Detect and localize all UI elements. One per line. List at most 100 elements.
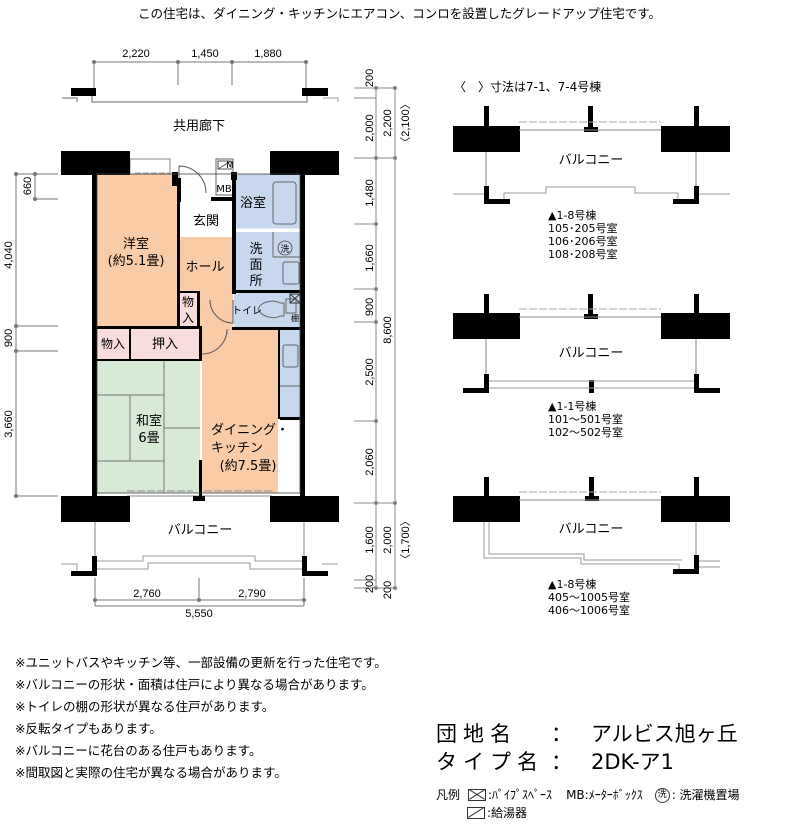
variant-balcony-1	[453, 106, 730, 204]
dim-right-200-bottom: 200	[364, 575, 376, 593]
dim-top-2: 1,450	[191, 48, 219, 60]
variant-1-building: ▲1-8号棟	[548, 208, 596, 222]
storage-left-name: 物入	[101, 337, 125, 351]
variant-1-room-1: 105･205号室	[548, 221, 618, 235]
dim-right-1600: 1,600	[364, 526, 376, 554]
water-heater-text: :給湯器	[487, 806, 528, 820]
variant-balcony-2	[453, 294, 730, 393]
dining-kitchen-name-1: ダイニング・	[211, 423, 289, 438]
headline: この住宅は、ダイニング・キッチンにエアコン、コンロを設置したグレードアップ住宅で…	[137, 6, 661, 21]
dim-right-1700: 〈1,700〉	[399, 515, 412, 565]
legend-row-1: 凡例 :ﾊﾟｲﾌﾟｽﾍﾟｰｽ MB :ﾒｰﾀｰﾎﾞｯｸｽ 洗 : 洗濯機置場	[436, 786, 740, 804]
dim-right-2000: 2,000	[364, 114, 376, 142]
legend: 凡例 :ﾊﾟｲﾌﾟｽﾍﾟｰｽ MB :ﾒｰﾀｰﾎﾞｯｸｽ 洗 : 洗濯機置場 :…	[436, 786, 740, 822]
entrance-name: 玄関	[193, 214, 219, 229]
mb-key: MB	[566, 788, 585, 802]
svg-text:洗: 洗	[249, 242, 262, 257]
dim-right-2000-b: 2,000	[382, 526, 394, 554]
property-info: 団地名 ： アルビス旭ヶ丘 タイプ名 ： 2DK-ア1	[436, 720, 738, 776]
meter-box-label: MB	[216, 184, 232, 195]
dim-left-900: 900	[3, 329, 15, 347]
storage-left	[97, 329, 129, 359]
dim-left-660: 660	[22, 177, 34, 195]
type-label: タイプ名	[436, 750, 544, 774]
closet-name: 押入	[152, 337, 178, 352]
estate-value: アルビス旭ヶ丘	[591, 722, 738, 746]
dim-right-900: 900	[364, 298, 376, 316]
storage-hall-name-2: 入	[182, 311, 194, 325]
japanese-room	[97, 361, 200, 493]
note-item: ※バルコニーの形状・面積は住戸により異なる場合があります。	[15, 677, 374, 692]
dining-kitchen	[202, 329, 278, 493]
toilet-name: トイレ	[232, 306, 262, 317]
dining-kitchen-size: (約7.5畳)	[220, 459, 277, 474]
dim-right-200-top: 200	[364, 69, 376, 87]
kitchen-counter	[280, 329, 300, 419]
bathroom	[236, 174, 300, 230]
washer-icon	[277, 240, 293, 256]
dim-bottom-total: 5,550	[185, 608, 213, 620]
svg-text:面: 面	[249, 258, 262, 273]
dim-bottom-1: 2,760	[133, 588, 161, 600]
dim-right-8600: 8,600	[382, 316, 394, 344]
dim-right-1660: 1,660	[364, 244, 376, 272]
washer-mark: 洗	[280, 243, 289, 255]
washer-icon: 洗	[654, 787, 670, 803]
dim-right-1480: 1,480	[364, 179, 376, 207]
variant-3-room-1: 405～1005号室	[548, 590, 630, 604]
dim-left-3660: 3,660	[3, 410, 15, 438]
left-dimensions	[14, 172, 58, 498]
note-item: ※間取図と実際の住宅が異なる場合があります。	[15, 765, 287, 780]
estate-label: 団地名	[436, 722, 517, 746]
water-heater-icon	[467, 807, 485, 819]
room-fills	[97, 174, 300, 493]
variants-note: 〈 〉寸法は7-1、7-4号棟	[454, 79, 601, 94]
entrance	[180, 200, 233, 237]
shelf-name: 棚	[291, 313, 299, 323]
japanese-room-name: 和室	[136, 413, 162, 429]
bathroom-name: 浴室	[240, 195, 266, 211]
note-item: ※バルコニーに花台のある住戸もあります。	[15, 743, 262, 758]
estate-name-row: 団地名 ： アルビス旭ヶ丘	[436, 720, 738, 748]
washroom-name: 洗 面 所	[249, 242, 262, 289]
pipe-space-icon	[468, 789, 487, 801]
japanese-room-size: 6畳	[138, 431, 159, 446]
note-item: ※トイレの棚の形状が異なる住戸があります。	[15, 699, 275, 714]
variant-1-room-2: 106･206号室	[548, 234, 618, 248]
western-room	[97, 174, 177, 326]
variant-2-room-2: 102～502号室	[548, 425, 623, 439]
type-value: 2DK-ア1	[591, 750, 675, 774]
variant-3-building: ▲1-8号棟	[548, 577, 596, 591]
note-item: ※反転タイプもあります。	[15, 721, 162, 736]
colon: ：	[551, 722, 572, 746]
mb-text: :ﾒｰﾀｰﾎﾞｯｸｽ	[584, 788, 643, 802]
dim-right-2100: 〈2,100〉	[399, 98, 412, 148]
legend-row-2: :給湯器	[436, 804, 740, 822]
corridor-railing	[62, 88, 339, 103]
meter-box-label-m: M	[226, 161, 234, 171]
variant-1-balcony-label: バルコニー	[559, 153, 624, 168]
dim-right-200-b: 200	[382, 581, 394, 599]
variant-2-building: ▲1-1号棟	[548, 399, 596, 413]
dim-right-2200: 2,200	[382, 109, 394, 137]
wall-outlines	[96, 173, 301, 494]
balcony-label: バルコニー	[168, 523, 233, 538]
walls	[61, 151, 339, 522]
western-room-size: (約5.1畳)	[108, 254, 165, 269]
closet	[131, 329, 200, 359]
variant-balcony-3	[453, 477, 730, 574]
dim-right-2060: 2,060	[364, 448, 376, 476]
main-balcony	[61, 522, 338, 576]
storage-hall-name-1: 物	[182, 295, 194, 309]
dim-right-2500: 2,500	[364, 358, 376, 386]
bottom-dimensions	[93, 578, 306, 607]
washer-text: : 洗濯機置場	[671, 788, 740, 802]
right-dimensions	[354, 86, 397, 590]
variant-2-balcony-label: バルコニー	[559, 346, 624, 361]
variant-2-room-1: 101～501号室	[548, 412, 623, 426]
hall-name: ホール	[185, 260, 224, 275]
type-name-row: タイプ名 ： 2DK-ア1	[436, 748, 738, 776]
dim-bottom-2: 2,790	[238, 588, 266, 600]
dining-kitchen-name-2: キッチン	[211, 441, 263, 456]
